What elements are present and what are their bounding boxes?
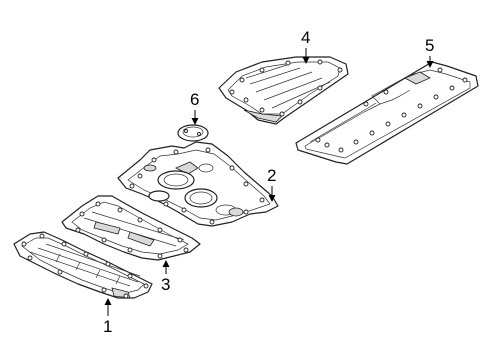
part-5-side-shield xyxy=(295,61,479,165)
callout-3: 3 xyxy=(161,275,171,294)
arrow-6 xyxy=(191,118,199,125)
callout-6: 6 xyxy=(190,90,200,109)
arrow-1 xyxy=(104,298,112,305)
arrow-5 xyxy=(426,61,434,68)
arrow-4 xyxy=(302,57,310,64)
callout-5: 5 xyxy=(425,36,435,55)
leader-lines xyxy=(104,48,434,316)
part-6-round-cover xyxy=(177,124,209,142)
callout-1: 1 xyxy=(103,317,113,336)
arrow-3 xyxy=(162,260,170,267)
callout-4: 4 xyxy=(301,28,311,47)
part-1-bottom-shield xyxy=(13,231,153,299)
arrow-2 xyxy=(268,195,276,202)
part-3-front-shield xyxy=(61,195,201,261)
part-4-upper-shield xyxy=(218,56,349,125)
part-2-center-shield xyxy=(117,141,279,227)
callout-2: 2 xyxy=(267,166,277,185)
